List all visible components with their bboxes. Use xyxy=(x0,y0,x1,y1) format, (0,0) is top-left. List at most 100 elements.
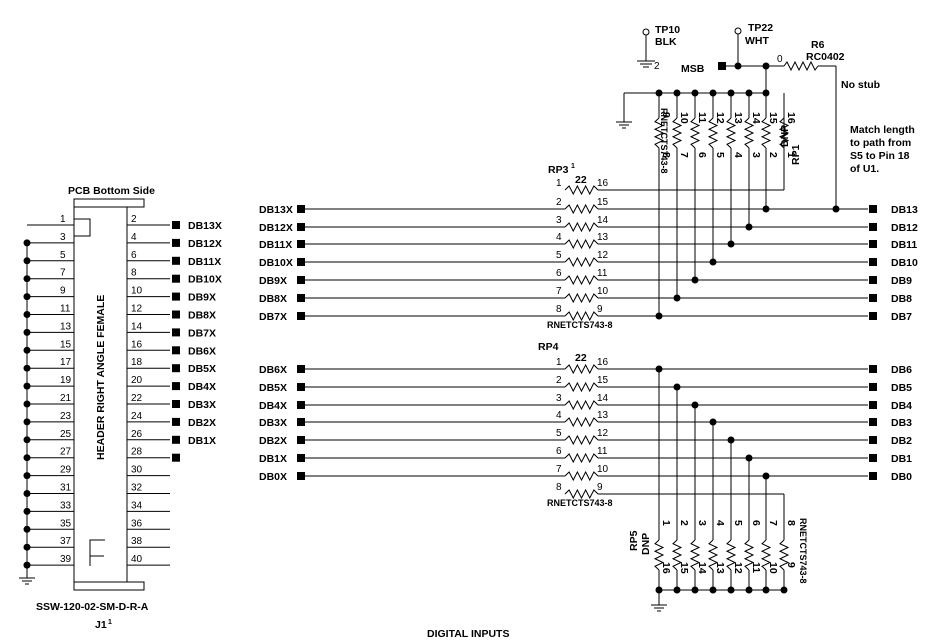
j1-even-pin-number: 14 xyxy=(131,321,143,332)
j1-even-pin-number: 8 xyxy=(131,268,137,279)
tp22: TP22 WHT xyxy=(734,22,773,66)
rp1-resistor xyxy=(671,117,683,149)
rp3-right-pin: 10 xyxy=(597,286,609,297)
j1-odd-pin-number: 1 xyxy=(60,214,66,225)
rp3-input-pad xyxy=(297,205,305,213)
rp3-output-label: DB11 xyxy=(891,239,917,251)
j1-even-pin-number: 30 xyxy=(131,465,143,476)
j1-net-pad xyxy=(172,274,180,283)
j1-even-pin-number: 28 xyxy=(131,447,143,458)
rp4-output-label: DB1 xyxy=(891,453,912,465)
rp4-output-pad xyxy=(869,401,877,409)
rp4-output-pad xyxy=(869,365,877,373)
rp4-output-pad xyxy=(869,472,877,480)
rp4-resistor xyxy=(564,470,599,482)
j1-even-pin-number: 10 xyxy=(131,286,143,297)
rp4-right-pin: 14 xyxy=(597,393,609,404)
rp3-right-pin: 11 xyxy=(597,268,608,279)
rp5-bottom-pin: 11 xyxy=(750,562,762,573)
j1-even-pin-number: 40 xyxy=(131,554,143,565)
match-note-line-1: Match length xyxy=(850,124,915,136)
j1-net-label: DB3X xyxy=(188,399,216,411)
match-note-line-3: S5 to Pin 18 xyxy=(850,150,910,162)
rp3-output-pad xyxy=(869,258,877,266)
j1-net-label: DB1X xyxy=(188,435,216,447)
rp4-output-pad xyxy=(869,383,877,391)
j1-ground-junction xyxy=(23,328,31,336)
j1-net-pad xyxy=(172,417,180,426)
connector-ref-sup: 1 xyxy=(108,619,112,626)
rp1-name: RP1 xyxy=(790,144,802,165)
tp10-pin: 2 xyxy=(654,61,660,72)
generated-elements: 135791113151719212325272931333537392DB13… xyxy=(23,89,918,594)
rp3-left-pin: 2 xyxy=(556,197,562,208)
j1-net-label: DB8X xyxy=(188,310,216,322)
j1-net-label: DB11X xyxy=(188,256,221,268)
rp5-dnp: DNP xyxy=(640,533,652,555)
rp1-net-junction xyxy=(745,223,753,231)
j1-odd-pin-number: 31 xyxy=(60,483,72,494)
j1-net-label: DB6X xyxy=(188,345,216,357)
rp5-top-pin: 3 xyxy=(696,520,708,526)
rp3-input-label: DB13X xyxy=(259,204,293,216)
j1-ground-junction xyxy=(23,543,31,551)
rp5-ground-junction xyxy=(709,586,717,594)
rp3-output-label: DB9 xyxy=(891,275,912,287)
j1-even-pin-number: 36 xyxy=(131,518,143,529)
j1-ground-junction xyxy=(23,525,31,533)
rp4-right-pin: 13 xyxy=(597,410,609,421)
j1-odd-pin-number: 19 xyxy=(60,375,72,386)
rp5-ground-junction xyxy=(780,586,788,594)
tp10: TP10 BLK 2 xyxy=(637,24,680,72)
rp1-top-pin: 16 xyxy=(785,112,797,124)
rp4-resistor xyxy=(564,363,599,375)
rp1-bottom-pin: 2 xyxy=(767,152,779,158)
rp5-top-pin: 8 xyxy=(785,520,797,526)
j1-odd-pin-number: 5 xyxy=(60,250,66,261)
rp4-right-pin: 15 xyxy=(597,375,609,386)
connector-body-label: HEADER RIGHT ANGLE FEMALE xyxy=(95,295,107,460)
rp1-top-pin: 13 xyxy=(732,112,744,124)
rp4-right-pin: 11 xyxy=(597,446,608,457)
rp1-top-pin: 9 xyxy=(660,112,672,118)
j1-odd-pin-number: 9 xyxy=(60,286,66,297)
rp3-resistor xyxy=(564,221,599,233)
j1-odd-pin-number: 35 xyxy=(60,518,72,529)
connector-pin1-mark xyxy=(74,218,91,237)
rp3-left-pin: 8 xyxy=(556,304,562,315)
tp22-circle xyxy=(734,27,742,35)
match-note: Match length to path from S5 to Pin 18 o… xyxy=(850,124,915,175)
rp4-input-pad xyxy=(297,418,305,426)
rp4-right-pin: 9 xyxy=(597,482,603,493)
rp1-top-pin: 12 xyxy=(714,112,726,124)
rp1-bottom-pin: 6 xyxy=(696,152,708,158)
rp4-input-label: DB4X xyxy=(259,400,287,412)
r6-note: No stub xyxy=(841,79,880,91)
j1-net-label: DB5X xyxy=(188,363,216,375)
rp1-bottom-pin: 5 xyxy=(714,152,726,158)
j1-ground-junction xyxy=(23,382,31,390)
rp3-value: 22 xyxy=(575,174,587,186)
rp5-bottom-pin: 14 xyxy=(696,562,708,574)
rp3-right-pin: 15 xyxy=(597,197,609,208)
j1-odd-pin-number: 15 xyxy=(60,339,72,350)
j1-net-pad xyxy=(172,221,180,229)
r6-zero: 0 xyxy=(777,54,783,65)
rp4-input-label: DB2X xyxy=(259,435,287,447)
rp4-output-label: DB4 xyxy=(891,400,912,412)
connector-key-mark xyxy=(89,539,105,566)
rp3-input-label: DB7X xyxy=(259,311,287,323)
rp4-left-pin: 2 xyxy=(556,375,562,386)
j1-net-label: DB4X xyxy=(188,381,216,393)
j1-odd-pin-number: 37 xyxy=(60,536,72,547)
rp3-output-pad xyxy=(869,276,877,284)
rp4-resistor xyxy=(564,488,599,500)
j1-ground-junction xyxy=(23,454,31,462)
j1-net-pad xyxy=(172,364,180,373)
rp1-resistor xyxy=(707,117,719,149)
rp5-top-pin: 1 xyxy=(660,520,672,526)
rp5-resistor xyxy=(778,539,790,571)
rp1-bottom-pin: 7 xyxy=(678,152,690,158)
rp3-right-pin: 13 xyxy=(597,232,609,243)
rp3-right-pin: 14 xyxy=(597,215,609,226)
